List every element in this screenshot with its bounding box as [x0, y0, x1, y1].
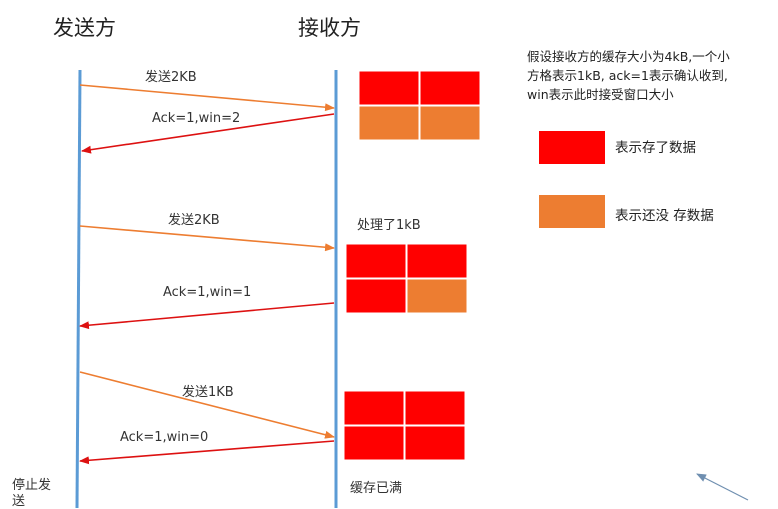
stop-label-line-1: 停止发: [12, 478, 52, 493]
buffer-cell-empty: [358, 105, 420, 141]
ack-label-3: Ack=1,win=0: [120, 430, 209, 445]
legend-label-empty: 表示还没 存数据: [615, 208, 714, 224]
buffer-cell-full: [404, 390, 466, 426]
ack-label-1: Ack=1,win=2: [152, 111, 241, 126]
sender-lifeline: [75, 69, 82, 508]
sender-title: 发送方: [53, 16, 116, 40]
note-line-3: win表示此时接受窗口大小: [527, 87, 674, 102]
ack-arrow-3: [79, 440, 335, 465]
buffer-cell-empty: [419, 105, 481, 141]
buffer-cell-full: [358, 70, 420, 106]
buffer-caption-3: 缓存已满: [350, 481, 403, 496]
buffer-cell-empty: [406, 278, 468, 314]
send-arrow-3: [79, 371, 335, 439]
legend-label-full: 表示存了数据: [615, 140, 696, 156]
buffer-cell-full: [345, 243, 407, 279]
buffer-step-2: [345, 243, 468, 314]
buffer-cell-full: [419, 70, 481, 106]
stop-label-line-2: 送: [12, 494, 26, 509]
buffer-caption-2: 处理了1kB: [357, 218, 421, 233]
send-label-3: 发送1KB: [182, 385, 234, 400]
legend-swatch-full: [539, 131, 605, 164]
ack-arrow-1: [81, 113, 335, 154]
buffer-cell-full: [343, 390, 405, 426]
pointer-arrow: [696, 473, 749, 501]
buffer-cell-full: [404, 425, 466, 461]
send-label-1: 发送2KB: [145, 70, 197, 85]
send-label-2: 发送2KB: [168, 213, 220, 228]
note-line-2: 方格表示1kB, ack=1表示确认收到,: [527, 68, 728, 83]
buffer-cell-full: [343, 425, 405, 461]
receiver-title: 接收方: [298, 16, 361, 40]
send-arrow-2: [79, 225, 335, 252]
note-line-1: 假设接收方的缓存大小为4kB,一个小: [527, 49, 730, 64]
buffer-step-1: [358, 70, 481, 141]
legend-swatch-empty: [539, 195, 605, 228]
ack-label-2: Ack=1,win=1: [163, 285, 252, 300]
buffer-cell-full: [406, 243, 468, 279]
buffer-cell-full: [345, 278, 407, 314]
send-arrow-1: [79, 84, 335, 112]
buffer-step-3: [343, 390, 466, 461]
ack-arrow-2: [79, 302, 335, 330]
